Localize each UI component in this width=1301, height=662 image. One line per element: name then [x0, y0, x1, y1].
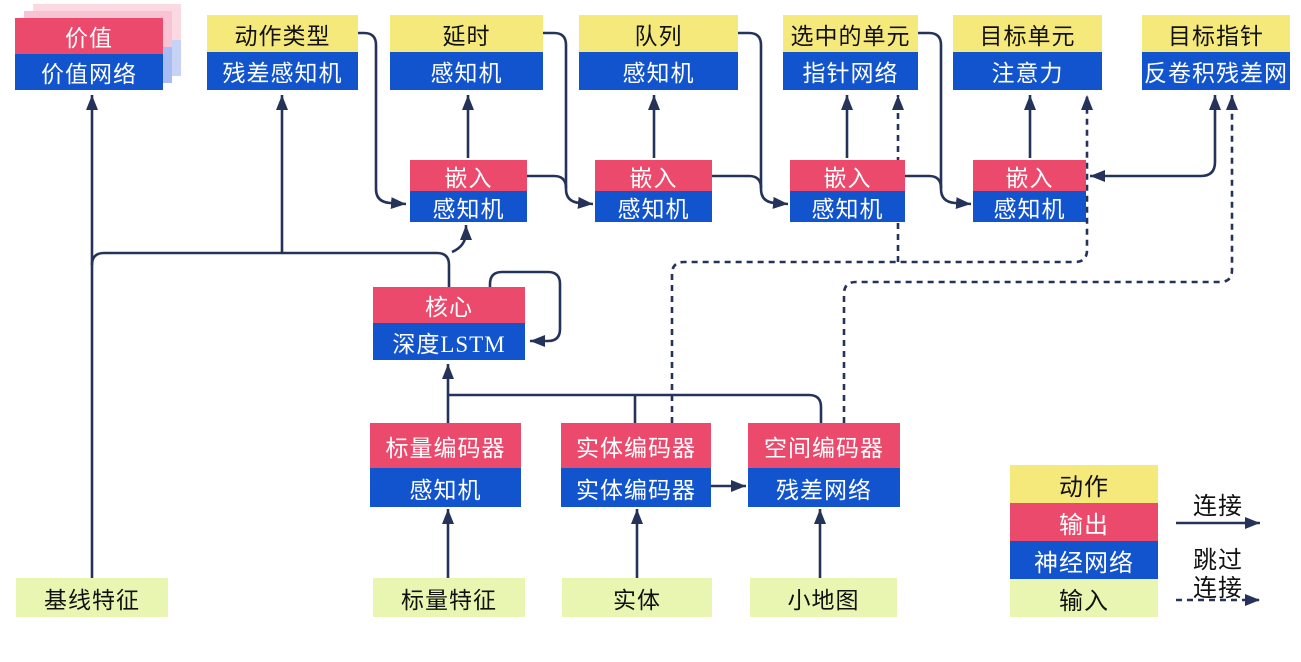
node-entities: 实体: [562, 578, 712, 617]
node-entity-encoder: 实体编码器 实体编码器: [561, 423, 711, 507]
embedding-2-output-label: 嵌入: [595, 160, 712, 191]
target-unit-action-label: 目标单元: [953, 15, 1102, 52]
entity-encoder-network-label: 实体编码器: [561, 468, 711, 507]
node-action-type: 动作类型 残差感知机: [207, 15, 358, 90]
target-pointer-action-label: 目标指针: [1142, 15, 1290, 52]
skip-entity-to-targetunit: [670, 95, 1093, 423]
node-embedding-4: 嵌入 感知机: [973, 160, 1086, 222]
legend-output-label: 输出: [1010, 503, 1158, 541]
delay-network-label: 感知机: [390, 52, 543, 90]
edge-encoders-collector: [448, 393, 823, 423]
legend-action-label: 动作: [1010, 465, 1158, 503]
legend-skip-label-line1: 跳过: [1193, 548, 1243, 574]
node-queue: 队列 感知机: [579, 15, 738, 90]
embedding-1-output-label: 嵌入: [410, 160, 527, 191]
node-scalar-features: 标量特征: [373, 578, 525, 617]
core-network-label: 深度LSTM: [373, 323, 525, 360]
spatial-encoder-output-label: 空间编码器: [748, 423, 900, 468]
scalar-encoder-output-label: 标量编码器: [370, 423, 521, 468]
node-baseline-features: 基线特征: [16, 578, 168, 617]
legend-skip-label-line2: 连接: [1193, 576, 1243, 602]
core-output-label: 核心: [373, 287, 525, 323]
queue-network-label: 感知机: [579, 52, 738, 90]
embedding-1-network-label: 感知机: [410, 191, 527, 222]
spatial-encoder-network-label: 残差网络: [748, 468, 900, 507]
selected-units-action-label: 选中的单元: [783, 15, 918, 52]
value-output-label: 价值: [15, 18, 163, 54]
node-embedding-3: 嵌入 感知机: [790, 160, 905, 222]
node-target-pointer: 目标指针 反卷积残差网: [1142, 15, 1290, 90]
skip-spatial-to-targetpointer: [842, 95, 1238, 423]
delay-action-label: 延时: [390, 15, 543, 52]
edge-core-to-embedding1: [451, 225, 472, 254]
node-target-unit: 目标单元 注意力: [953, 15, 1102, 90]
legend-connection-label: 连接: [1193, 494, 1243, 520]
edge-queue-to-embedding3: [738, 31, 789, 209]
legend-network-label: 神经网络: [1010, 541, 1158, 579]
edge-embedding3-to-embedding4: [905, 174, 943, 189]
embedding-3-network-label: 感知机: [790, 191, 905, 222]
action-type-action-label: 动作类型: [207, 15, 358, 52]
embedding-4-network-label: 感知机: [973, 191, 1086, 222]
edge-core-to-left-heads: [90, 251, 451, 287]
baseline-features-label: 基线特征: [16, 578, 168, 617]
embedding-4-output-label: 嵌入: [973, 160, 1086, 191]
entity-encoder-output-label: 实体编码器: [561, 423, 711, 468]
scalar-features-label: 标量特征: [373, 578, 525, 617]
selected-units-network-label: 指针网络: [783, 52, 918, 90]
edge-embedding2-to-embedding3: [712, 174, 763, 189]
embedding-2-network-label: 感知机: [595, 191, 712, 222]
scalar-encoder-network-label: 感知机: [370, 468, 521, 507]
edge-embedding4-to-targetpointer: [1090, 95, 1221, 182]
legend-color-key: 动作 输出 神经网络 输入: [1010, 465, 1158, 617]
node-spatial-encoder: 空间编码器 残差网络: [748, 423, 900, 507]
node-core: 核心 深度LSTM: [373, 287, 525, 360]
legend-input-label: 输入: [1010, 579, 1158, 617]
minimap-label: 小地图: [750, 578, 897, 617]
target-unit-network-label: 注意力: [953, 52, 1102, 90]
embedding-3-output-label: 嵌入: [790, 160, 905, 191]
target-pointer-network-label: 反卷积残差网: [1142, 52, 1290, 90]
action-type-network-label: 残差感知机: [207, 52, 358, 90]
value-network-label: 价值网络: [15, 54, 163, 90]
node-embedding-2: 嵌入 感知机: [595, 160, 712, 222]
queue-action-label: 队列: [579, 15, 738, 52]
node-embedding-1: 嵌入 感知机: [410, 160, 527, 222]
entities-label: 实体: [562, 578, 712, 617]
node-selected-units: 选中的单元 指针网络: [783, 15, 918, 90]
edge-embedding1-to-embedding2: [527, 174, 568, 189]
node-delay: 延时 感知机: [390, 15, 543, 90]
node-scalar-encoder: 标量编码器 感知机: [370, 423, 521, 507]
node-minimap: 小地图: [750, 578, 897, 617]
node-value: 价值 价值网络: [15, 18, 163, 90]
